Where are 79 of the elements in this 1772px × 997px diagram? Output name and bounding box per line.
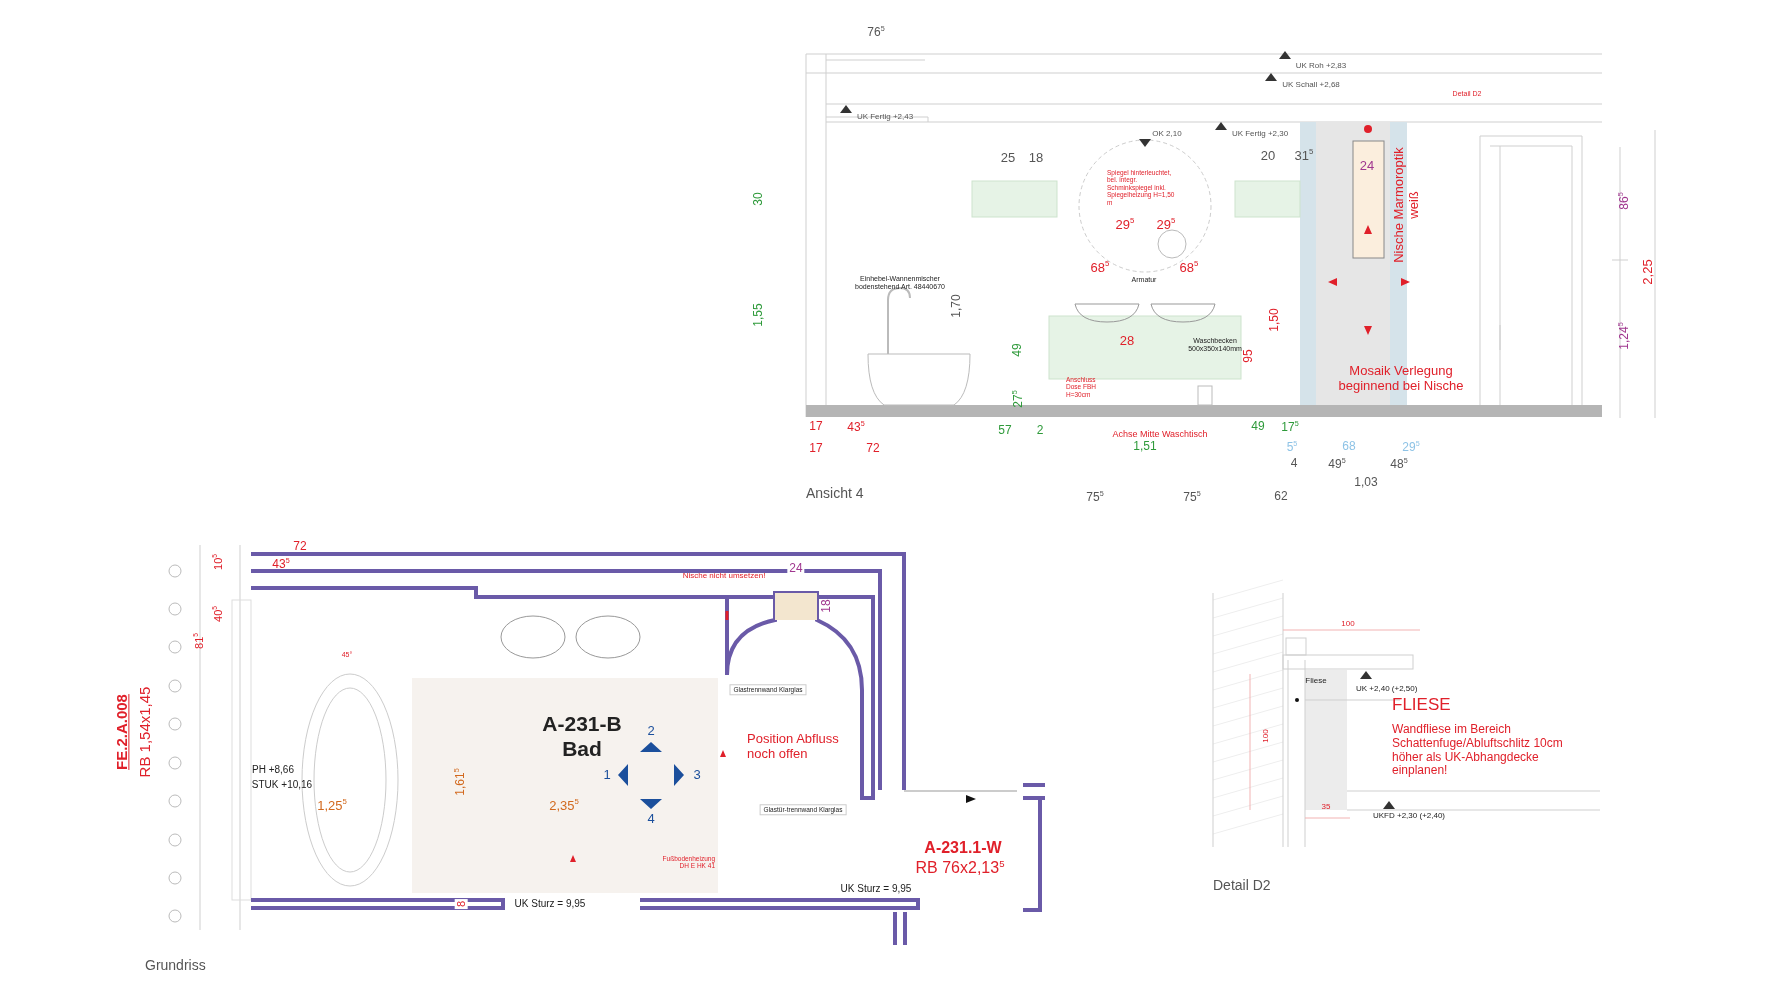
dimension-label: 24 bbox=[1359, 158, 1375, 174]
level-label: UK Sturz = 9,95 bbox=[840, 883, 912, 895]
dimension-label: 68$^{5}$ bbox=[1179, 260, 1199, 276]
dimension-label: 20 bbox=[1260, 148, 1276, 164]
dimension-label: 72 bbox=[866, 442, 880, 456]
dimension-label: 2 bbox=[1036, 424, 1044, 438]
dimension-label: 8 bbox=[454, 898, 468, 910]
dimension-label: 75$^{5}$ bbox=[1183, 489, 1201, 505]
dimension-label: 1,51 bbox=[1133, 440, 1157, 454]
dimension-label: 18 bbox=[820, 599, 834, 613]
dimension-label: 2,25 bbox=[1640, 259, 1656, 285]
window-label: FE.2.A.008 bbox=[113, 694, 131, 770]
note-text: Mosaik Verlegung beginnend bei Nische bbox=[1337, 364, 1465, 394]
level-label: UK Sturz = 9,95 bbox=[514, 898, 586, 910]
dimension-label: 17 bbox=[809, 442, 823, 456]
view-title: Grundriss bbox=[145, 956, 206, 974]
dimension-label: 72 bbox=[293, 540, 307, 554]
material-label: Fliese bbox=[1305, 676, 1327, 686]
note-text: Wandfliese im Bereich Schattenfuge/Abluftschlitz 10cm höher als UK-Abhangdecke einplanen! bbox=[1392, 723, 1564, 779]
dimension-label: 2,35$^{5}$ bbox=[549, 798, 579, 814]
dimension-label: 18 bbox=[1028, 150, 1044, 166]
dimension-label: 100 bbox=[1261, 729, 1271, 743]
door-size-label: RB 76x2,13$^{5}$ bbox=[915, 858, 1005, 878]
dimension-label: 49 bbox=[1251, 420, 1265, 434]
level-label: UK Roh +2,83 bbox=[1295, 61, 1347, 71]
dimension-label: 75$^{5}$ bbox=[1086, 489, 1104, 505]
level-label: UK Schall +2,68 bbox=[1282, 80, 1340, 90]
dimension-label: 49 bbox=[1011, 343, 1025, 357]
dimension-label: 49$^{5}$ bbox=[1328, 456, 1346, 472]
dimension-label: 68 bbox=[1342, 440, 1356, 454]
level-label: UK +2,40 (+2,50) bbox=[1356, 684, 1418, 694]
level-label: OK 2,10 bbox=[1152, 129, 1182, 139]
dimension-label: 100 bbox=[1341, 619, 1355, 629]
level-label: UK Fertig +2,30 bbox=[1231, 129, 1289, 139]
note-text: Position Abfluss noch offen bbox=[747, 732, 840, 762]
note-text: Nische nicht umsetzen! bbox=[682, 571, 766, 581]
dimension-label: 43$^{5}$ bbox=[847, 419, 865, 435]
dimension-label: 29$^{5}$ bbox=[1115, 217, 1135, 233]
view-number: 2 bbox=[647, 723, 655, 739]
dimension-label: 5$^{5}$ bbox=[1286, 439, 1298, 455]
dimension-label: 29$^{5}$ bbox=[1156, 217, 1176, 233]
dimension-label: 95 bbox=[1242, 349, 1256, 363]
dimension-label: 68$^{5}$ bbox=[1090, 260, 1110, 276]
dimension-label: 17$^{5}$ bbox=[1281, 419, 1299, 435]
level-label: PH +8,66 bbox=[252, 764, 294, 776]
dimension-label: 1,25$^{5}$ bbox=[317, 798, 347, 814]
dimension-label: 30 bbox=[752, 192, 766, 206]
view-number: 4 bbox=[647, 811, 655, 827]
room-number: A-231.1-W bbox=[924, 838, 1002, 858]
dimension-label: 4 bbox=[1290, 457, 1298, 471]
window-size-label: RB 1,54x1,45 bbox=[136, 686, 154, 778]
dimension-label: 62 bbox=[1274, 490, 1288, 504]
dimension-label: 35 bbox=[1321, 802, 1331, 812]
dimension-label: 43$^{5}$ bbox=[272, 556, 290, 572]
room-number: A-231-B bbox=[542, 711, 622, 737]
dimension-label: 28 bbox=[1119, 333, 1135, 349]
dimension-label: 24 bbox=[787, 562, 805, 576]
level-label: UKFD +2,30 (+2,40) bbox=[1373, 811, 1446, 821]
room-name: Bad bbox=[562, 736, 602, 762]
dimension-label: 31$^{5}$ bbox=[1294, 148, 1314, 164]
dimension-label: 1,50 bbox=[1268, 308, 1282, 332]
dimension-label: 1,03 bbox=[1354, 476, 1378, 490]
note-text: Nische Marmoroptik weiß bbox=[1392, 146, 1422, 265]
dimension-label: 25 bbox=[1000, 150, 1016, 166]
view-number: 3 bbox=[693, 767, 701, 783]
level-label: UK Fertig +2,43 bbox=[856, 112, 914, 122]
note-text: Achse Mitte Waschtisch bbox=[1112, 428, 1208, 440]
dimension-label: 1,55 bbox=[752, 303, 766, 327]
note-heading: FLIESE bbox=[1392, 695, 1451, 715]
view-number: 1 bbox=[603, 767, 611, 783]
dimension-label: 29$^{5}$ bbox=[1402, 439, 1420, 455]
dimension-label: 1,70 bbox=[950, 294, 964, 318]
dimension-label: 48$^{5}$ bbox=[1390, 456, 1408, 472]
dimension-label: 17 bbox=[809, 420, 823, 434]
dimension-label: 57 bbox=[998, 424, 1012, 438]
view-title: Ansicht 4 bbox=[806, 484, 864, 502]
view-title: Detail D2 bbox=[1213, 876, 1271, 894]
level-label: STUK +10,16 bbox=[251, 779, 313, 791]
dimension-label: 76$^{5}$ bbox=[867, 24, 885, 40]
